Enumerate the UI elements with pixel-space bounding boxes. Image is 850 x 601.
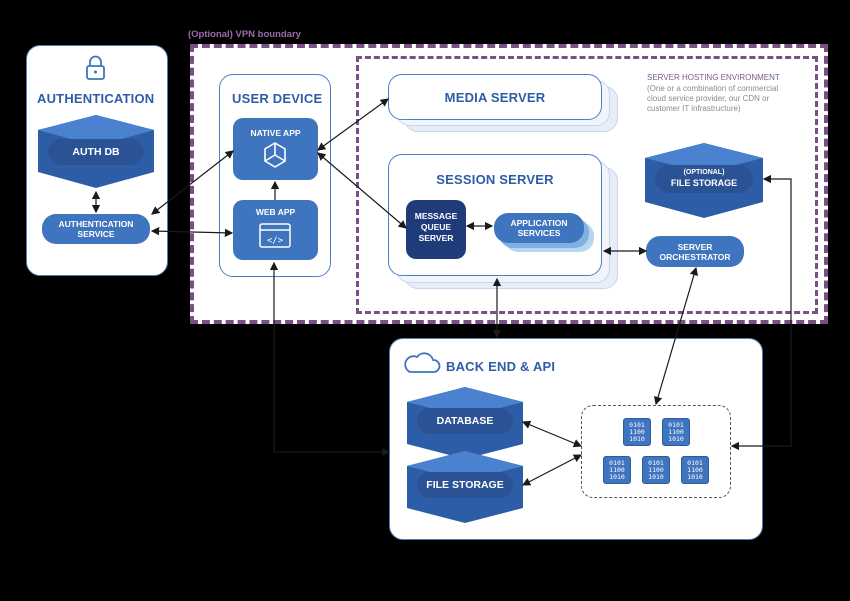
- database-label: DATABASE: [436, 415, 494, 427]
- message-queue-server[interactable]: MESSAGE QUEUE SERVER: [406, 200, 466, 259]
- orchestrator-line-2: ORCHESTRATOR: [659, 251, 731, 262]
- user-device-title: USER DEVICE: [232, 91, 323, 106]
- server-node-icon: 0101 1100 1010: [642, 456, 670, 484]
- auth-service-line-1: AUTHENTICATION: [58, 219, 134, 229]
- server-node-icon: 0101 1100 1010: [623, 418, 651, 446]
- optional-file-storage-line-2: FILE STORAGE: [670, 178, 738, 188]
- auth-db-label: AUTH DB: [72, 146, 120, 158]
- server-env-desc-1: (One or a combination of commercial: [647, 84, 779, 93]
- mq-line-3: SERVER: [418, 233, 454, 243]
- server-orchestrator[interactable]: SERVER ORCHESTRATOR: [646, 236, 744, 267]
- authentication-title: AUTHENTICATION: [37, 91, 155, 106]
- server-env-desc-3: customer IT infrastructure): [647, 104, 741, 113]
- file-storage-label: FILE STORAGE: [426, 479, 504, 491]
- orchestrator-line-1: SERVER: [677, 241, 713, 252]
- app-services-line-2: SERVICES: [517, 228, 561, 238]
- session-server-title: SESSION SERVER: [436, 172, 554, 187]
- application-services[interactable]: APPLICATION SERVICES: [494, 213, 584, 243]
- auth-service-line-2: SERVICE: [77, 229, 115, 239]
- authentication-service[interactable]: AUTHENTICATION SERVICE: [42, 214, 150, 244]
- mq-line-1: MESSAGE: [414, 211, 458, 221]
- media-server-card: [388, 74, 602, 120]
- server-cluster: [581, 405, 731, 498]
- backend-api-title: BACK END & API: [446, 359, 556, 374]
- mq-line-2: QUEUE: [420, 222, 452, 232]
- vpn-boundary-label: (Optional) VPN boundary: [188, 29, 301, 40]
- svg-text:</>: </>: [267, 236, 284, 246]
- server-env-desc-2: cloud service provider, our CDN or: [647, 94, 770, 103]
- native-app-label: NATIVE APP: [250, 128, 301, 138]
- app-services-line-1: APPLICATION: [510, 218, 568, 228]
- web-app-label: WEB APP: [255, 207, 296, 217]
- server-node-icon: 0101 1100 1010: [662, 418, 690, 446]
- server-node-icon: 0101 1100 1010: [603, 456, 631, 484]
- optional-file-storage-line-1: (OPTIONAL): [683, 169, 725, 176]
- server-env-title: SERVER HOSTING ENVIRONMENT: [647, 73, 780, 82]
- media-server-title: MEDIA SERVER: [444, 90, 546, 105]
- server-node-icon: 0101 1100 1010: [681, 456, 709, 484]
